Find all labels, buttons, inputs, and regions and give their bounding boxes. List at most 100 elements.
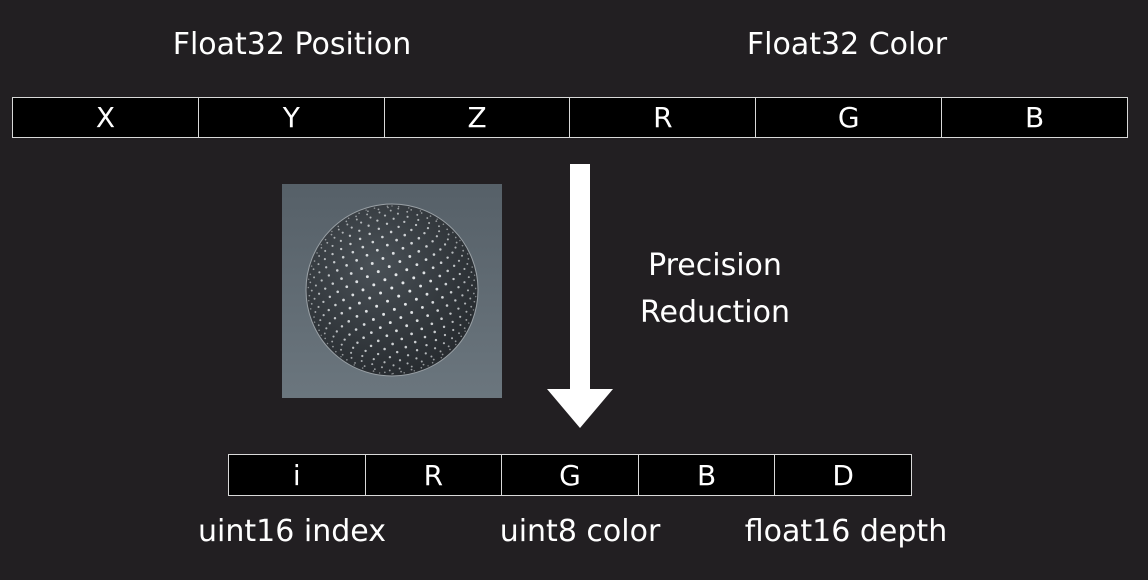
sphere-point (337, 225, 340, 228)
uint8-color-label: uint8 color (499, 514, 661, 549)
sphere-point (370, 262, 374, 265)
sphere-point (382, 312, 386, 316)
sphere-point (320, 334, 322, 337)
sphere-point (307, 278, 310, 280)
sphere-point (351, 293, 355, 297)
sphere-point (361, 245, 365, 249)
sphere-point (415, 349, 419, 352)
sphere-point (397, 207, 400, 210)
sphere-point (454, 236, 457, 239)
sphere-point (391, 251, 395, 255)
sphere-point (358, 229, 361, 232)
sphere-point (432, 358, 435, 361)
sphere-point (375, 248, 379, 252)
sphere-point (438, 230, 441, 233)
field-g: G (502, 455, 639, 495)
sphere-point (308, 294, 311, 297)
sphere-point (355, 280, 359, 284)
sphere-point (337, 228, 340, 231)
sphere-point (387, 265, 391, 269)
sphere-point (447, 233, 450, 236)
sphere-point (420, 305, 424, 309)
sphere-point (340, 355, 342, 358)
sphere-point (340, 325, 344, 328)
sphere-point (324, 249, 327, 252)
sphere-point (386, 299, 390, 303)
sphere-point (392, 364, 395, 367)
sphere-point (398, 260, 402, 263)
sphere-point (313, 321, 316, 323)
sphere-point (397, 225, 400, 229)
sphere-point (420, 327, 424, 331)
sphere-point (325, 327, 328, 330)
sphere-point (422, 271, 426, 275)
sphere-point (364, 349, 367, 353)
sphere-point (391, 342, 394, 346)
sphere-point (467, 276, 470, 279)
sphere-point (466, 262, 469, 265)
sphere-point (415, 357, 418, 360)
sphere-point (451, 320, 454, 324)
sphere-point (388, 321, 392, 325)
sphere-point (423, 335, 427, 339)
sphere-point (318, 255, 321, 257)
sphere-point (373, 207, 376, 209)
sphere-point (333, 317, 337, 320)
sphere-point (420, 212, 423, 214)
sphere-point (383, 347, 386, 351)
sphere-point (410, 365, 413, 368)
sphere-point (455, 241, 458, 244)
sphere-point (414, 223, 418, 227)
sphere-point (455, 343, 457, 346)
sphere-point (326, 241, 329, 244)
sphere-point (403, 233, 407, 237)
sphere-point (346, 223, 349, 226)
sphere-point (355, 314, 359, 318)
sphere-point (470, 271, 473, 273)
sphere-point (405, 324, 409, 328)
sphere-point (464, 330, 466, 332)
sphere-point (394, 273, 398, 277)
sphere-point (345, 285, 349, 289)
sphere-point (309, 308, 312, 310)
sphere-point (454, 299, 457, 302)
sphere-point (340, 277, 343, 280)
sphere-point (469, 297, 472, 300)
sphere-point (371, 363, 374, 366)
sphere-point (369, 331, 373, 335)
sphere-point (335, 269, 339, 272)
sphere-point (466, 289, 470, 292)
sphere-point (417, 236, 421, 240)
sphere-point (426, 226, 430, 230)
sphere-point (325, 266, 328, 269)
sphere-point (473, 279, 476, 282)
sphere-point (383, 214, 387, 217)
uint16-index-label: uint16 index (198, 514, 386, 549)
sphere-point (454, 246, 457, 249)
sphere-point (354, 362, 356, 364)
sphere-point (429, 279, 433, 283)
sphere-point (369, 344, 373, 348)
sphere-point (439, 248, 442, 251)
sphere-point (413, 370, 416, 372)
sphere-point (449, 348, 451, 351)
sphere-point (463, 281, 466, 284)
sphere-point (307, 286, 310, 289)
point-cloud-sphere-icon (282, 184, 502, 398)
sphere-point (439, 261, 443, 265)
sphere-point (441, 353, 444, 356)
sphere-point (341, 353, 344, 356)
sphere-point (308, 299, 310, 302)
sphere-point (414, 297, 418, 301)
sphere-point (331, 340, 334, 343)
sphere-point (438, 225, 440, 228)
sphere-point (320, 279, 323, 282)
sphere-point (367, 224, 370, 227)
sphere-point (371, 318, 375, 321)
sphere-point (459, 323, 462, 326)
sphere-point (389, 230, 393, 234)
sphere-point (361, 288, 365, 292)
field-y: Y (199, 98, 385, 137)
sphere-point (461, 294, 464, 297)
sphere-point (451, 337, 454, 340)
